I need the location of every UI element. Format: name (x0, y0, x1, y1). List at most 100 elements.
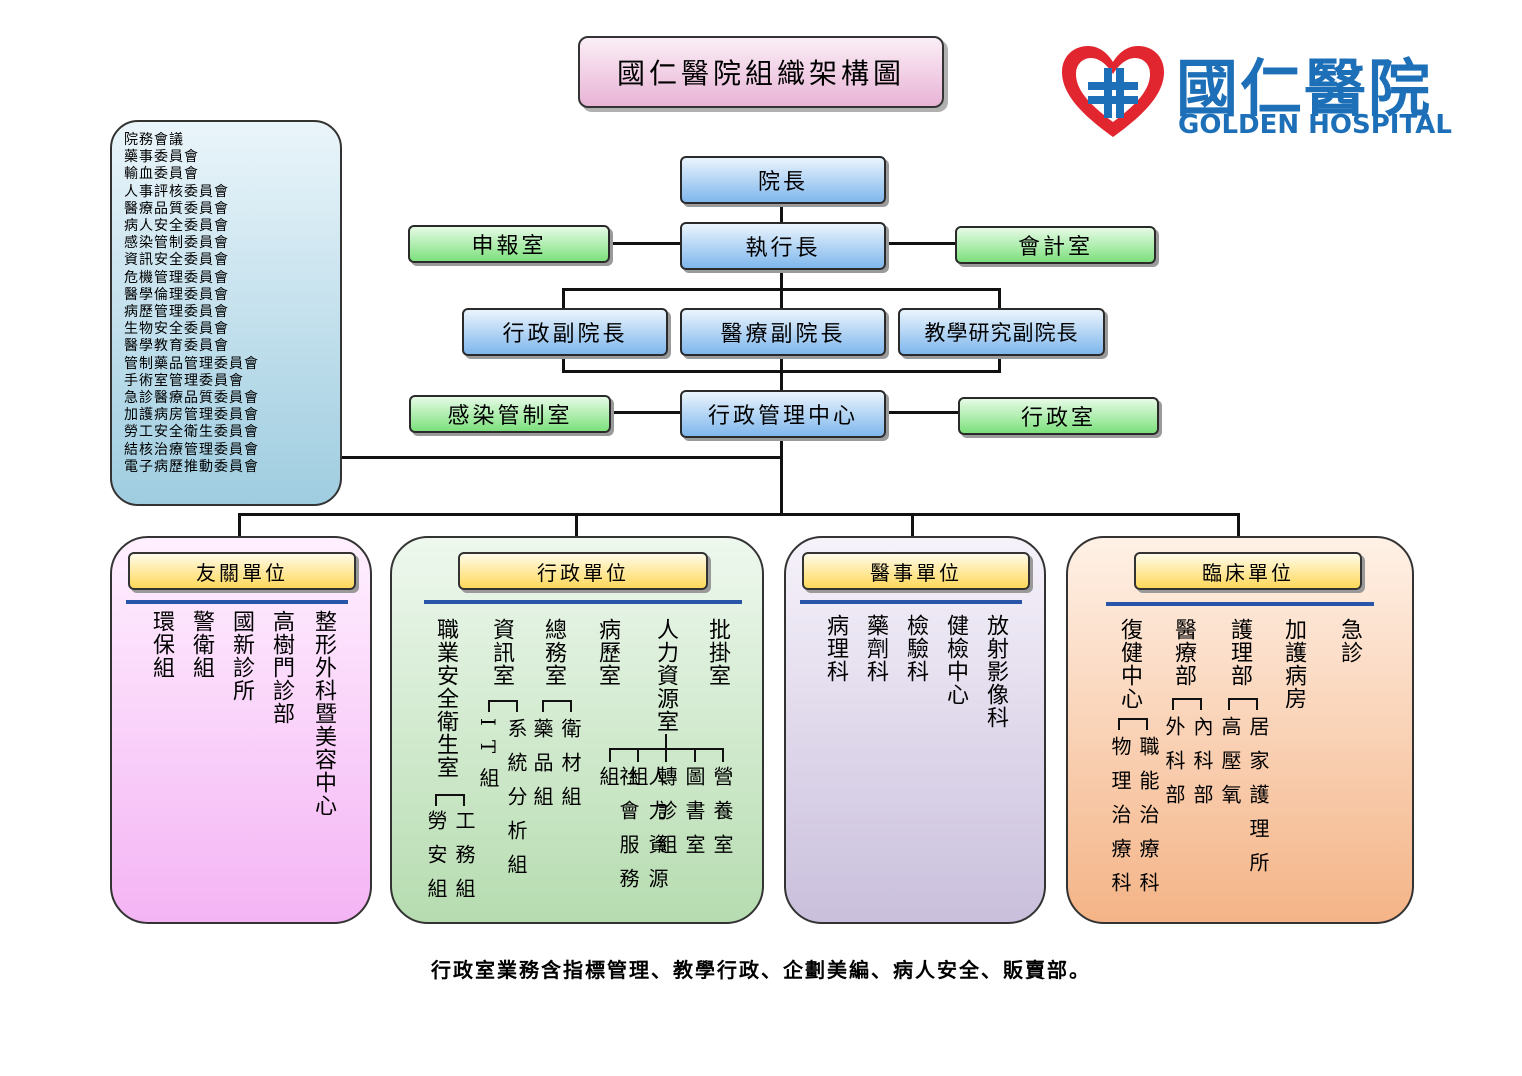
connector-line (575, 513, 578, 539)
panel-affiliated: 友關單位 整形外科暨美容中心 高樹門診部 國新診所 警衛組 環保組 (110, 536, 372, 924)
connector-line (722, 748, 724, 762)
connector-line (488, 700, 490, 712)
committee-item: 結核治療管理委員會 (124, 441, 259, 458)
committee-item: 手術室管理委員會 (124, 372, 244, 389)
connector-line (1256, 698, 1258, 710)
connector-line (463, 794, 465, 806)
connector-line (665, 748, 667, 762)
unit-item: 檢驗科 (903, 614, 928, 683)
connector-line (665, 734, 667, 748)
unit-item: 職業安全衛生室 (433, 618, 458, 779)
connector-line (1118, 718, 1148, 720)
node-vp-medical: 醫療副院長 (680, 308, 886, 356)
panel-medical-affairs-title: 醫事單位 (802, 552, 1030, 590)
connector-line (998, 288, 1001, 310)
connector-line (911, 513, 914, 539)
panel-clinical-title: 臨床單位 (1134, 552, 1362, 590)
unit-sub-item: 職能治療科 (1136, 736, 1160, 906)
unit-sub-item: 藥品組 (530, 718, 554, 820)
unit-sub-item: 衛材組 (558, 718, 582, 820)
unit-sub-item: 轉診組 (654, 766, 678, 868)
unit-item: 放射影像科 (983, 614, 1008, 729)
unit-sub-item: 內科部 (1190, 716, 1214, 818)
committee-list: 院務會議 藥事委員會 輸血委員會 人事評核委員會 醫療品質委員會 病人安全委員會… (124, 132, 334, 476)
committee-item: 電子病歷推動委員會 (124, 458, 259, 475)
node-infection-office: 感染管制室 (409, 395, 611, 433)
connector-line (562, 352, 565, 373)
unit-sub-item: 圖書室 (682, 766, 706, 868)
panel-rule (424, 600, 742, 604)
node-accounting-office: 會計室 (955, 226, 1156, 264)
unit-sub-item: 外科部 (1162, 716, 1186, 818)
unit-sub-item: IT組 (476, 718, 500, 802)
panel-administrative-title: 行政單位 (458, 552, 708, 590)
committee-item: 醫療品質委員會 (124, 200, 229, 217)
connector-line (1200, 698, 1202, 710)
connector-line (1172, 698, 1174, 710)
connector-line (562, 288, 565, 310)
connector-line (570, 700, 572, 712)
unit-sub-item: 營養室 (710, 766, 734, 868)
panel-medical-affairs: 醫事單位 放射影像科 健檢中心 檢驗科 藥劑科 病理科 (784, 536, 1046, 924)
unit-item: 護理部 (1227, 618, 1252, 687)
node-president: 院長 (680, 156, 886, 204)
unit-item: 警衛組 (189, 610, 214, 679)
unit-item: 資訊室 (489, 618, 514, 687)
connector-line (883, 242, 955, 245)
unit-item: 環保組 (149, 610, 174, 679)
unit-item: 批掛室 (705, 618, 730, 687)
unit-item: 健檢中心 (943, 614, 968, 706)
unit-item: 復健中心 (1117, 618, 1142, 710)
committee-item: 資訊安全委員會 (124, 252, 229, 269)
unit-item: 急診 (1337, 618, 1362, 664)
footer-note: 行政室業務含指標管理、教學行政、企劃美編、病人安全、販賣部。 (431, 958, 1091, 982)
committee-item: 院務會議 (124, 132, 184, 148)
connector-line (238, 513, 241, 539)
committee-panel: 院務會議 藥事委員會 輸血委員會 人事評核委員會 醫療品質委員會 病人安全委員會… (110, 120, 342, 506)
hospital-logo: 國仁醫院 GOLDEN HOSPITAL (1058, 38, 1478, 146)
committee-item: 病歷管理委員會 (124, 304, 229, 321)
node-vp-teaching: 教學研究副院長 (898, 308, 1105, 356)
unit-sub-item: 勞安組 (424, 810, 448, 912)
committee-item: 醫學倫理委員會 (124, 286, 229, 303)
unit-item: 國新診所 (229, 610, 254, 702)
unit-sub-item: 社會服務組 (596, 766, 640, 902)
connector-line (1228, 698, 1230, 710)
panel-administrative: 行政單位 批掛室 人力資源室 營養室 圖書室 轉診組 人力資源組 社會服務組 病… (390, 536, 764, 924)
node-reporting-office: 申報室 (408, 225, 610, 263)
committee-item: 加護病房管理委員會 (124, 407, 259, 424)
panel-clinical: 臨床單位 急診 加護病房 護理部 居家護理所 高壓氧 醫療部 內科部 外科部 復… (1066, 536, 1414, 924)
connector-line (694, 748, 696, 762)
connector-line (883, 411, 959, 414)
panel-rule (1106, 602, 1374, 606)
panel-rule (800, 600, 1022, 604)
unit-sub-item: 物理治療科 (1108, 736, 1132, 906)
connector-line (780, 202, 783, 514)
connector-line (1237, 513, 1240, 539)
heart-cross-icon (1062, 46, 1164, 137)
connector-line (637, 748, 639, 762)
committee-item: 病人安全委員會 (124, 218, 229, 235)
unit-item: 病理科 (823, 614, 848, 683)
panel-affiliated-title: 友關單位 (128, 552, 356, 590)
connector-line (1228, 698, 1258, 700)
unit-item: 整形外科暨美容中心 (311, 610, 336, 817)
node-ceo: 執行長 (680, 222, 886, 270)
connector-line (606, 242, 682, 245)
unit-item: 醫療部 (1171, 618, 1196, 687)
logo-name-en: GOLDEN HOSPITAL (1178, 110, 1452, 140)
committee-item: 生物安全委員會 (124, 321, 229, 338)
connector-line (338, 456, 782, 459)
committee-item: 藥事委員會 (124, 149, 199, 166)
unit-item: 高樹門診部 (269, 610, 294, 725)
unit-sub-item: 工務組 (452, 810, 476, 912)
connector-line (1118, 718, 1120, 730)
node-admin-office: 行政室 (958, 397, 1159, 435)
connector-line (488, 700, 518, 702)
committee-item: 危機管理委員會 (124, 269, 229, 286)
connector-line (1146, 718, 1148, 730)
connector-line (562, 370, 1001, 373)
unit-item: 總務室 (541, 618, 566, 687)
connector-line (542, 700, 572, 702)
connector-line (998, 352, 1001, 373)
